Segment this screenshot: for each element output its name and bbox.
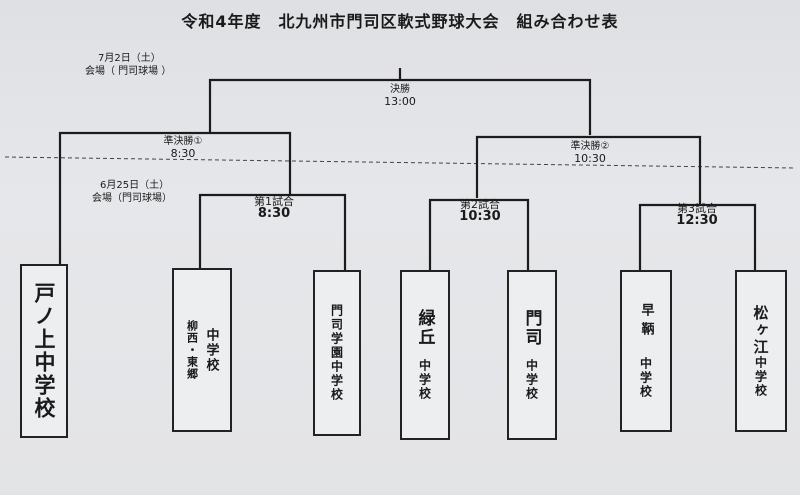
game1-label: 第1試合 8:30 <box>254 195 294 221</box>
game1-time: 8:30 <box>257 206 291 221</box>
team-5-name-a: 門司 <box>521 309 542 347</box>
team-1-box: 戸ノ上中学校 <box>20 264 68 438</box>
team-6-name-a: 早鞆 <box>638 303 654 341</box>
final-label: 決勝 13:00 <box>384 84 416 108</box>
team-4-name-a: 緑丘 <box>414 309 435 347</box>
game3-label: 第3試合 12:30 <box>676 202 718 228</box>
game1-label-text: 第1試合 <box>254 195 294 208</box>
team-1-name: 戸ノ上中学校 <box>32 282 56 420</box>
semi2-label-text: 準決勝② <box>570 141 610 152</box>
first-round-date: 6月25日（土） <box>100 180 170 191</box>
final-label-text: 決勝 <box>389 84 410 95</box>
team-2-box: 柳西・東郷 中学校 <box>172 268 232 432</box>
team-2-name-a: 柳西・東郷 <box>185 320 199 380</box>
team-7-name-a: 松ヶ江 <box>751 304 770 356</box>
game3-time: 12:30 <box>676 213 718 228</box>
team-6-box: 早鞆 中学校 <box>620 270 672 432</box>
team-4-box: 緑丘 中学校 <box>400 270 450 440</box>
semi1-time: 8:30 <box>170 147 196 160</box>
team-2-name-b: 中学校 <box>203 327 219 373</box>
team-6-name-b: 中学校 <box>638 357 653 399</box>
semi1-label-text: 準決勝① <box>163 136 203 147</box>
semi2-label: 準決勝② 10:30 <box>571 141 610 165</box>
final-line <box>208 78 592 135</box>
team-3-box: 門司学園中学校 <box>313 270 361 436</box>
semi1-line <box>58 131 292 265</box>
game2-line <box>428 198 530 270</box>
game3-label-text: 第3試合 <box>676 202 717 215</box>
final-round-venue: 会場（ 門司球場 ） <box>85 66 172 77</box>
page-title: 令和4年度 北九州市門司区軟式野球大会 組み合わせ表 <box>181 12 619 31</box>
team-7-name-b: 中学校 <box>753 355 768 398</box>
team-3-name: 門司学園中学校 <box>329 304 344 402</box>
game1-line <box>198 193 347 270</box>
team-7-box: 松ヶ江 中学校 <box>735 270 787 432</box>
team-5-box: 門司 中学校 <box>507 270 557 440</box>
semi1-label: 準決勝① 8:30 <box>164 136 203 160</box>
game2-label-text: 第2試合 <box>459 198 500 211</box>
semi2-time: 10:30 <box>574 152 606 165</box>
game3-line <box>638 203 757 270</box>
game2-time: 10:30 <box>459 209 501 224</box>
semi2-line <box>475 135 702 205</box>
team-5-name-b: 中学校 <box>524 359 539 401</box>
final-time: 13:00 <box>384 95 416 108</box>
fold-line <box>4 156 796 169</box>
final-round-date: 7月2日（土） <box>98 53 161 64</box>
first-round-venue: 会場（門司球場） <box>92 193 172 204</box>
game2-label: 第2試合 10:30 <box>459 198 501 224</box>
team-4-name-b: 中学校 <box>417 359 432 401</box>
